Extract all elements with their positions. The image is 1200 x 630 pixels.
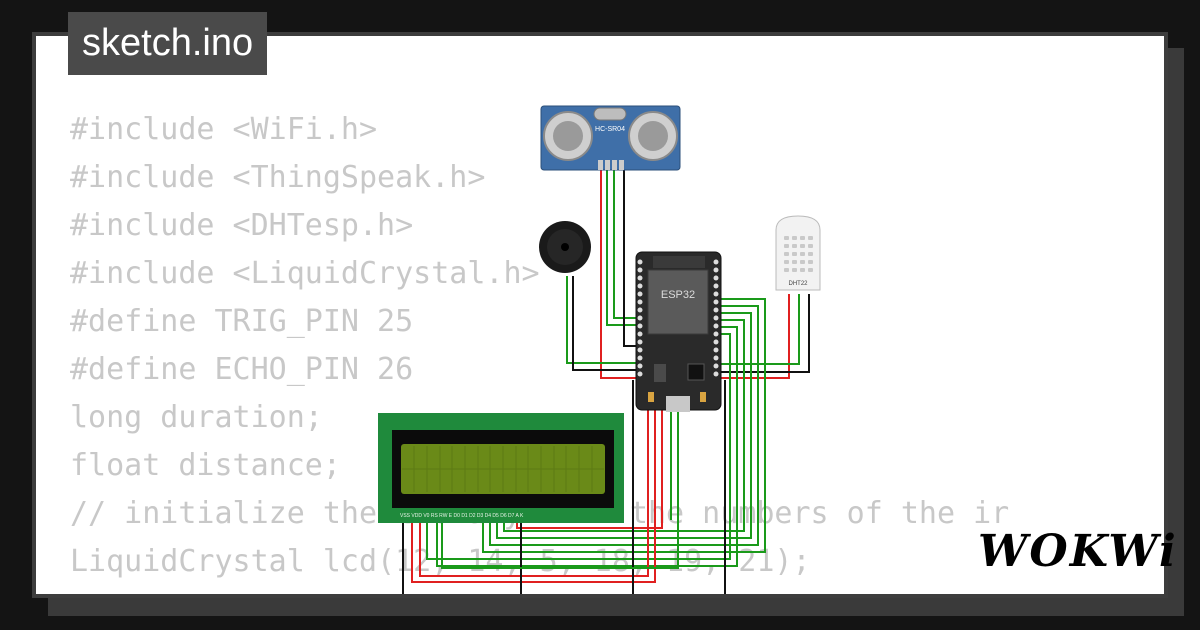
esp32-pins-right xyxy=(713,259,719,377)
code-line: #include <DHTesp.h> xyxy=(70,208,414,243)
buzzer[interactable] xyxy=(539,221,591,273)
esp32-pins-left xyxy=(637,259,643,377)
code-line: #include <WiFi.h> xyxy=(70,112,378,147)
lcd-display[interactable]: VSS VDD V0 RS RW E D0 D1 D2 D3 D4 D5 D6 … xyxy=(378,413,624,523)
ultrasonic-sensor[interactable]: HC-SR04 xyxy=(540,105,681,171)
lcd-char-cells xyxy=(402,446,604,492)
code-line: LiquidCrystal lcd(12, 14, 5, 18, 19, 21)… xyxy=(70,544,811,579)
code-line: #include <LiquidCrystal.h> xyxy=(70,256,540,291)
esp32-board[interactable]: ESP32 xyxy=(635,251,722,412)
wires xyxy=(402,170,810,594)
ultrasonic-label: HC-SR04 xyxy=(595,126,625,133)
wokwi-logo: WOKWi xyxy=(978,526,1178,577)
dht22-grille xyxy=(784,236,813,272)
dht22-sensor[interactable]: DHT22 xyxy=(775,215,821,291)
code-line: #include <ThingSpeak.h> xyxy=(70,160,486,195)
code-line: DHTesp dhtSensor; xyxy=(70,586,1009,594)
code-line: long duration; xyxy=(70,400,323,435)
code-line: #define TRIG_PIN 25 xyxy=(70,304,414,339)
dht22-label: DHT22 xyxy=(788,281,808,287)
lcd-pin-labels: VSS VDD V0 RS RW E D0 D1 D2 D3 D4 D5 D6 … xyxy=(400,513,524,519)
code-line: float distance; xyxy=(70,448,341,483)
esp32-label: ESP32 xyxy=(661,289,695,301)
code-line: #define ECHO_PIN 26 xyxy=(70,352,414,387)
file-tab[interactable]: sketch.ino xyxy=(68,12,268,75)
